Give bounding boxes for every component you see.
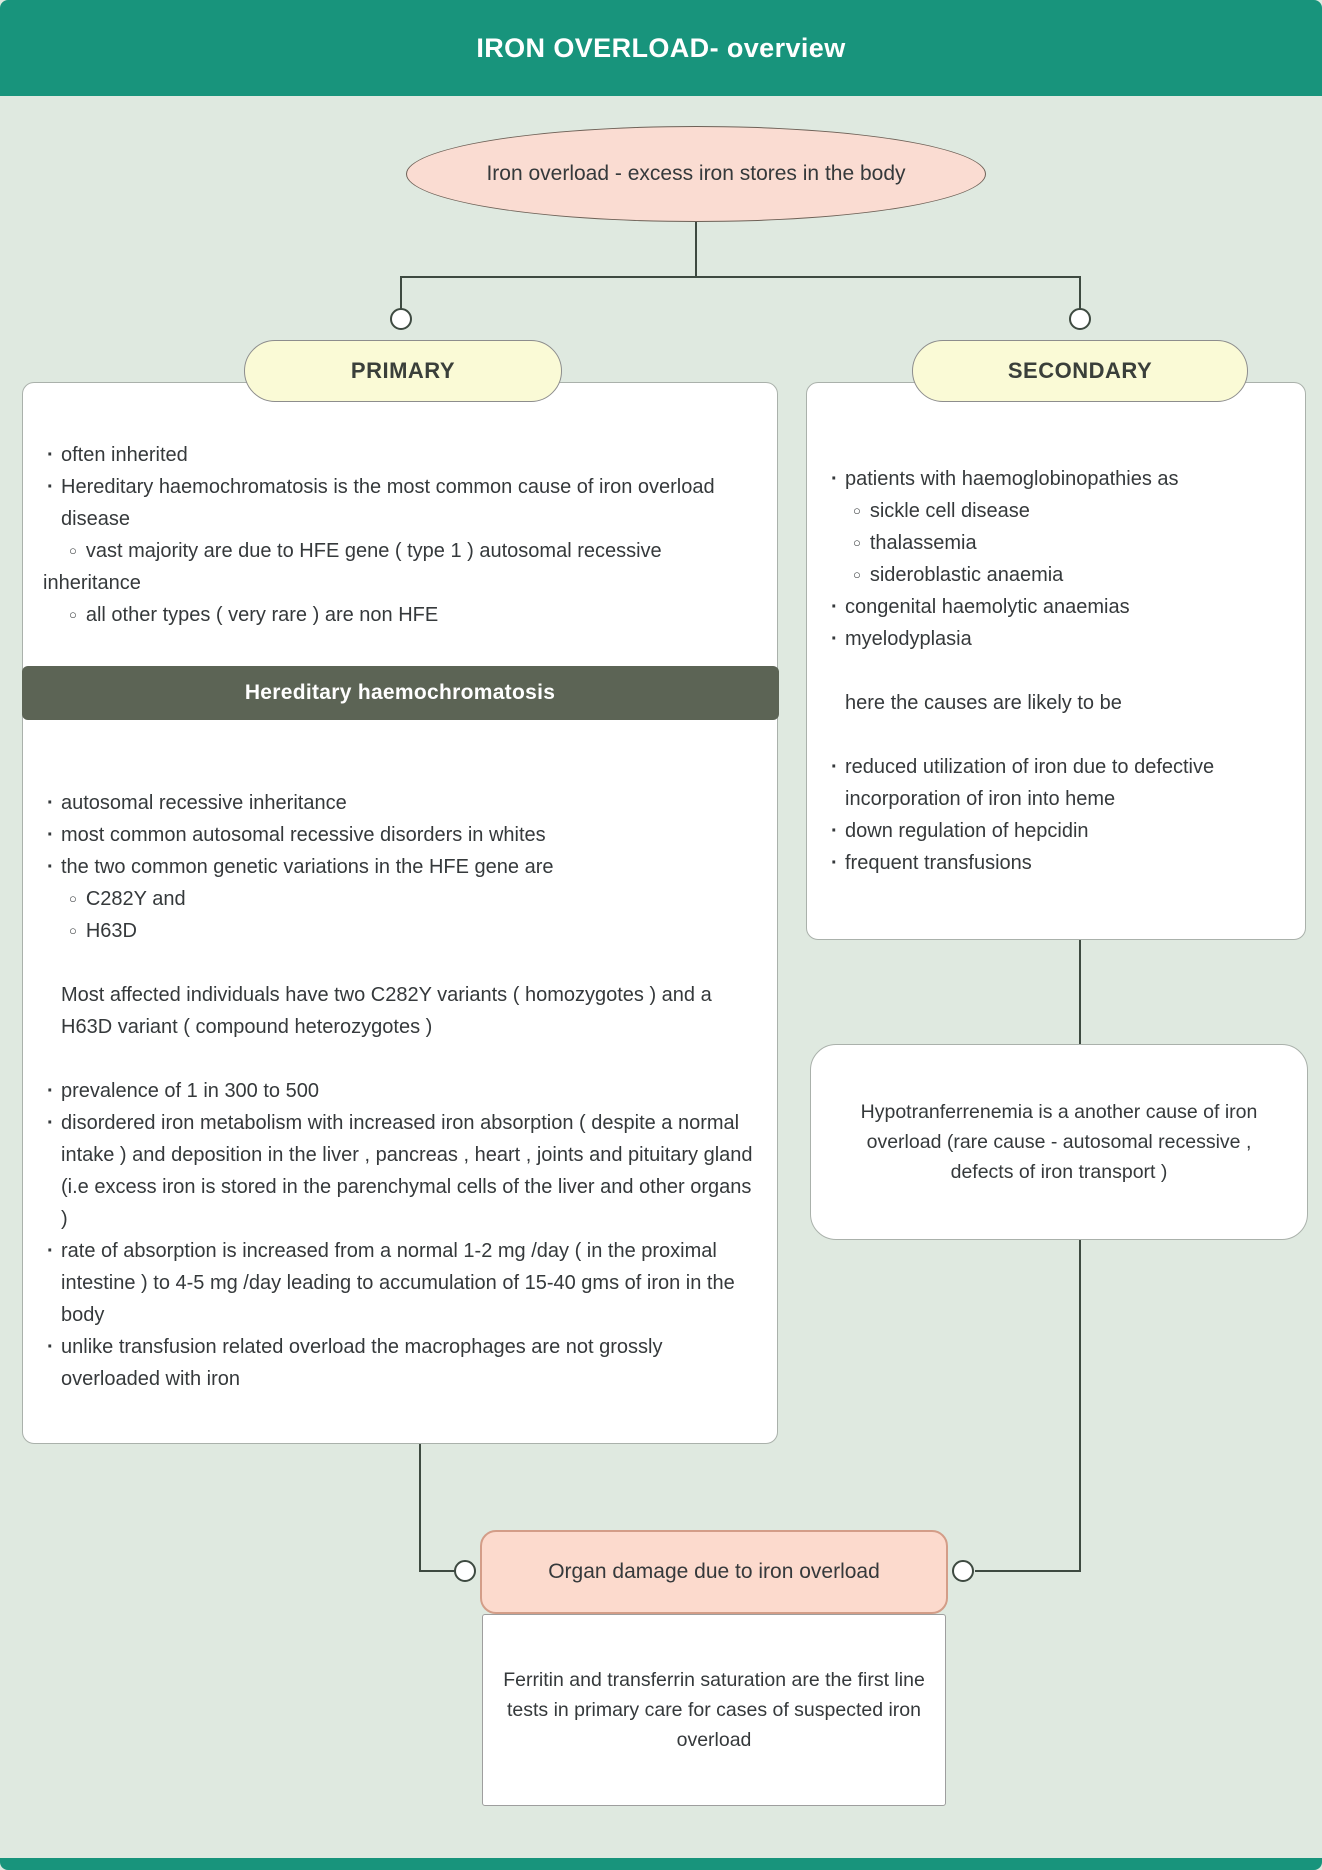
ferritin-note: Ferritin and transferrin saturation are … — [482, 1614, 946, 1806]
list-item-text: C282Y and — [85, 888, 186, 910]
secondary-pill: SECONDARY — [912, 340, 1248, 402]
primary-intro-list: often inherited Hereditary haemochromato… — [43, 439, 753, 631]
connector-primary-stub — [400, 276, 402, 310]
list-item: unlike transfusion related overload the … — [43, 1331, 753, 1395]
list-item-text: congenital haemolytic anaemias — [845, 596, 1130, 618]
list-item-text: here the causes are likely to be — [845, 692, 1122, 714]
root-node-label: Iron overload - excess iron stores in th… — [486, 161, 906, 185]
list-item-text: patients with haemoglobinopathies as — [845, 468, 1179, 490]
note-text: Hypotranferrenemia is a another cause of… — [860, 1100, 1258, 1184]
hypotransferrinemia-note: Hypotranferrenemia is a another cause of… — [810, 1044, 1308, 1240]
banner-label: Hereditary haemochromatosis — [244, 681, 556, 705]
list-item: most common autosomal recessive disorder… — [43, 819, 753, 851]
list-item: the two common genetic variations in the… — [43, 851, 753, 883]
list-item: sickle cell disease — [827, 495, 1281, 527]
list-item-text: thalassemia — [869, 532, 977, 554]
list-item: C282Y and — [43, 883, 753, 915]
list-item: frequent transfusions — [827, 847, 1281, 879]
primary-pill-label: PRIMARY — [350, 358, 456, 383]
list-item: autosomal recessive inheritance — [43, 787, 753, 819]
list-item-text: vast majority are due to HFE gene ( type… — [43, 540, 662, 594]
secondary-list: patients with haemoglobinopathies as sic… — [827, 463, 1281, 879]
list-item: Hereditary haemochromatosis is the most … — [43, 471, 753, 535]
list-item-text: myelodyplasia — [845, 628, 972, 650]
junction-dot-outcome-right — [952, 1560, 974, 1582]
list-item-text: disordered iron metabolism with increase… — [61, 1112, 753, 1230]
ferritin-note-text: Ferritin and transferrin saturation are … — [503, 1668, 925, 1752]
list-item-text: unlike transfusion related overload the … — [61, 1336, 663, 1390]
list-item: sideroblastic anaemia — [827, 559, 1281, 591]
footer-band — [0, 1858, 1322, 1870]
list-item: vast majority are due to HFE gene ( type… — [43, 535, 753, 599]
junction-dot-outcome-left — [454, 1560, 476, 1582]
list-item-text: sideroblastic anaemia — [869, 564, 1064, 586]
secondary-pill-label: SECONDARY — [1007, 358, 1153, 383]
primary-pill: PRIMARY — [244, 340, 562, 402]
list-item: all other types ( very rare ) are non HF… — [43, 599, 753, 631]
list-item-text: down regulation of hepcidin — [845, 820, 1089, 842]
primary-details-list: autosomal recessive inheritance most com… — [43, 787, 753, 1395]
list-item: often inherited — [43, 439, 753, 471]
connector-outcome-right — [975, 1570, 1081, 1572]
connector-note-to-outcome — [1079, 1238, 1081, 1572]
list-item-text: frequent transfusions — [845, 852, 1032, 874]
list-item: here the causes are likely to be — [827, 687, 1281, 719]
connector-secondary-stub — [1079, 276, 1081, 310]
list-item-text: prevalence of 1 in 300 to 500 — [61, 1080, 319, 1102]
list-item: reduced utilization of iron due to defec… — [827, 751, 1281, 815]
root-node: Iron overload - excess iron stores in th… — [406, 126, 986, 222]
list-item-text: most common autosomal recessive disorder… — [61, 824, 546, 846]
primary-box: often inherited Hereditary haemochromato… — [21, 382, 779, 1444]
list-item-text: often inherited — [61, 444, 188, 466]
list-item: Most affected individuals have two C282Y… — [43, 979, 753, 1043]
list-item: H63D — [43, 915, 753, 947]
list-item-text: H63D — [85, 920, 137, 942]
connector-secondary-to-note — [1079, 938, 1081, 1046]
list-item-text: Most affected individuals have two C282Y… — [61, 984, 712, 1038]
hereditary-haemochromatosis-banner: Hereditary haemochromatosis — [21, 666, 779, 720]
list-item: prevalence of 1 in 300 to 500 — [43, 1075, 753, 1107]
junction-dot-primary — [390, 308, 412, 330]
list-item-text: sickle cell disease — [869, 500, 1030, 522]
list-item: myelodyplasia — [827, 623, 1281, 655]
list-item: patients with haemoglobinopathies as — [827, 463, 1281, 495]
list-item: rate of absorption is increased from a n… — [43, 1235, 753, 1331]
connector-outcome-left — [419, 1570, 459, 1572]
list-item-text: all other types ( very rare ) are non HF… — [85, 604, 439, 626]
connector-branch-bar — [400, 276, 1081, 278]
connector-primary-to-outcome — [419, 1442, 421, 1572]
connector-root-stem — [695, 220, 697, 278]
list-item-text: rate of absorption is increased from a n… — [61, 1240, 735, 1326]
junction-dot-secondary — [1069, 308, 1091, 330]
list-item: congenital haemolytic anaemias — [827, 591, 1281, 623]
title-bar: IRON OVERLOAD- overview — [0, 0, 1322, 96]
list-item: disordered iron metabolism with increase… — [43, 1107, 753, 1235]
list-item: down regulation of hepcidin — [827, 815, 1281, 847]
list-item: thalassemia — [827, 527, 1281, 559]
list-item-text: Hereditary haemochromatosis is the most … — [61, 476, 715, 530]
organ-damage-node: Organ damage due to iron overload — [480, 1530, 948, 1614]
secondary-box: patients with haemoglobinopathies as sic… — [806, 382, 1306, 940]
list-item-text: autosomal recessive inheritance — [61, 792, 347, 814]
page-title: IRON OVERLOAD- overview — [476, 32, 846, 63]
list-item-text: the two common genetic variations in the… — [61, 856, 554, 878]
organ-damage-label: Organ damage due to iron overload — [548, 1560, 880, 1583]
list-item-text: reduced utilization of iron due to defec… — [845, 756, 1215, 810]
